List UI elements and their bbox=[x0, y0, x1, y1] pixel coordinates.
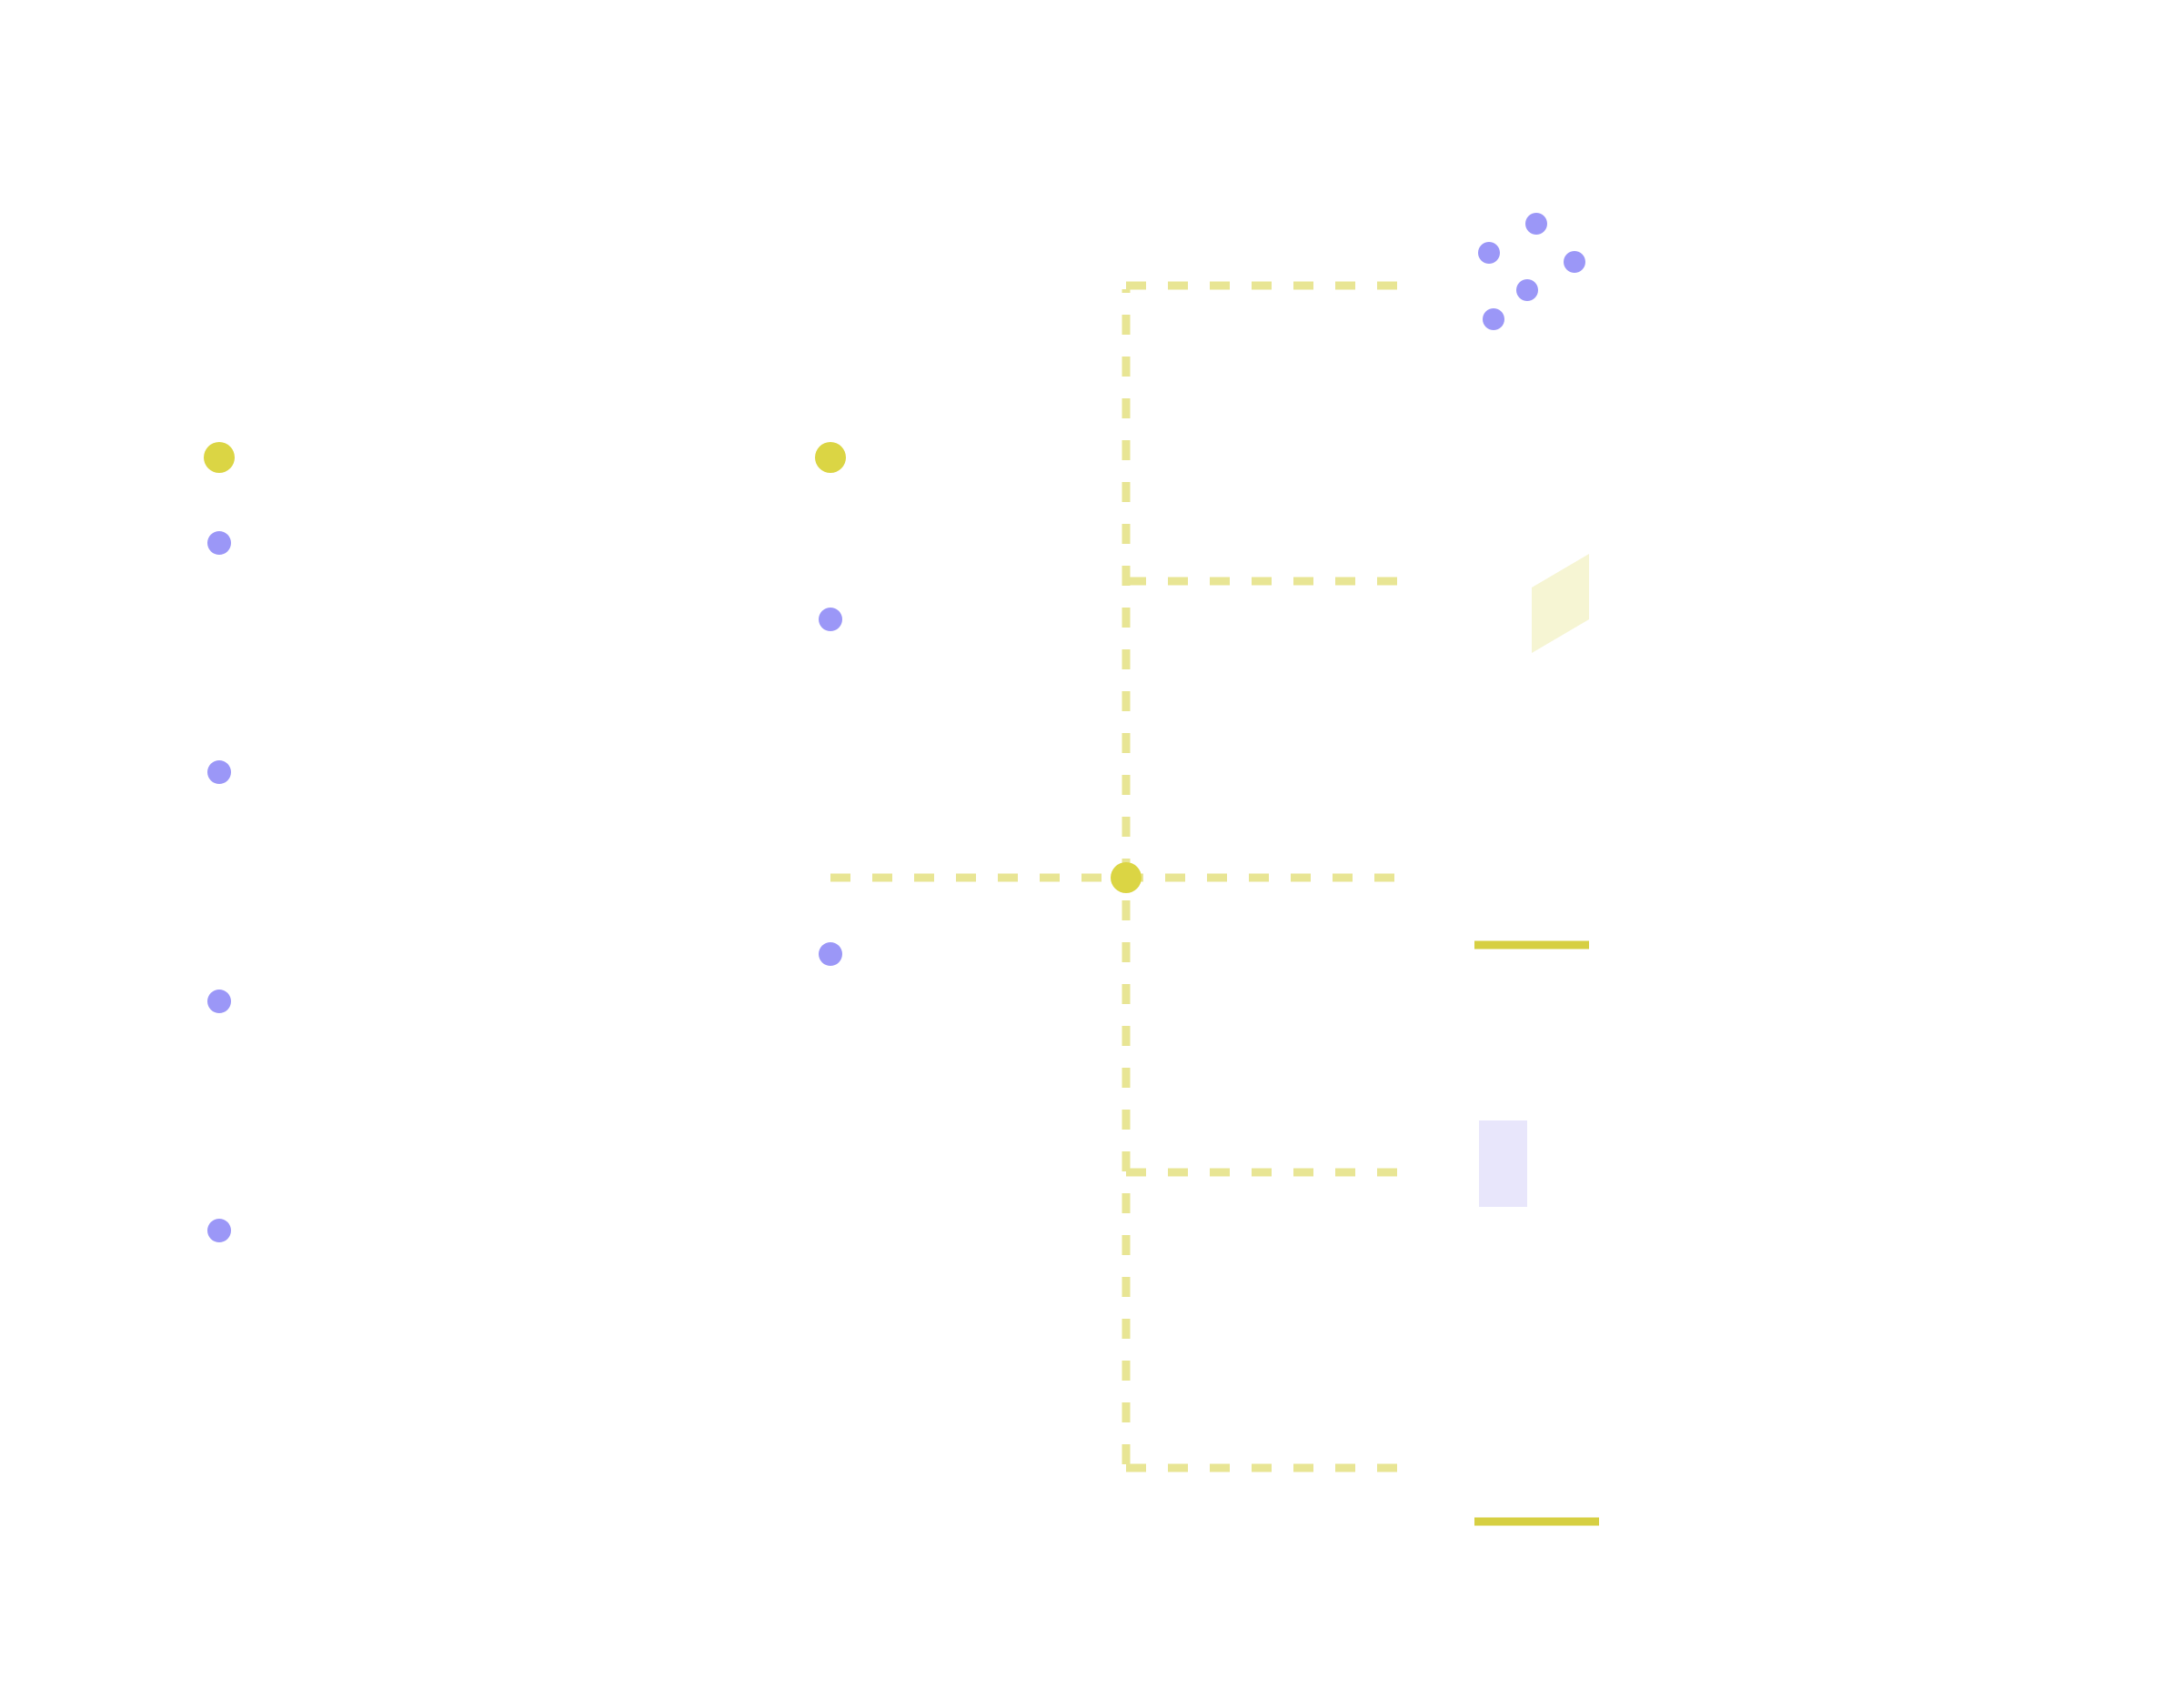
scatter-points-icon bbox=[1478, 213, 1585, 330]
left-secondary-node-2 bbox=[207, 760, 231, 784]
left-primary-node bbox=[204, 442, 235, 473]
left-secondary-node-4 bbox=[207, 1219, 231, 1242]
middle-secondary-node-2 bbox=[819, 942, 842, 966]
rectangle-icon bbox=[1479, 1120, 1527, 1207]
middle-secondary-node-1 bbox=[819, 608, 842, 631]
left-secondary-node-3 bbox=[207, 990, 231, 1013]
middle-column-markers bbox=[815, 442, 846, 966]
left-column-markers bbox=[204, 442, 235, 1242]
middle-primary-node bbox=[815, 442, 846, 473]
parallelogram-icon bbox=[1532, 554, 1589, 653]
legend bbox=[1474, 213, 1599, 1526]
hub-node bbox=[1111, 862, 1142, 893]
left-secondary-node-1 bbox=[207, 531, 231, 555]
